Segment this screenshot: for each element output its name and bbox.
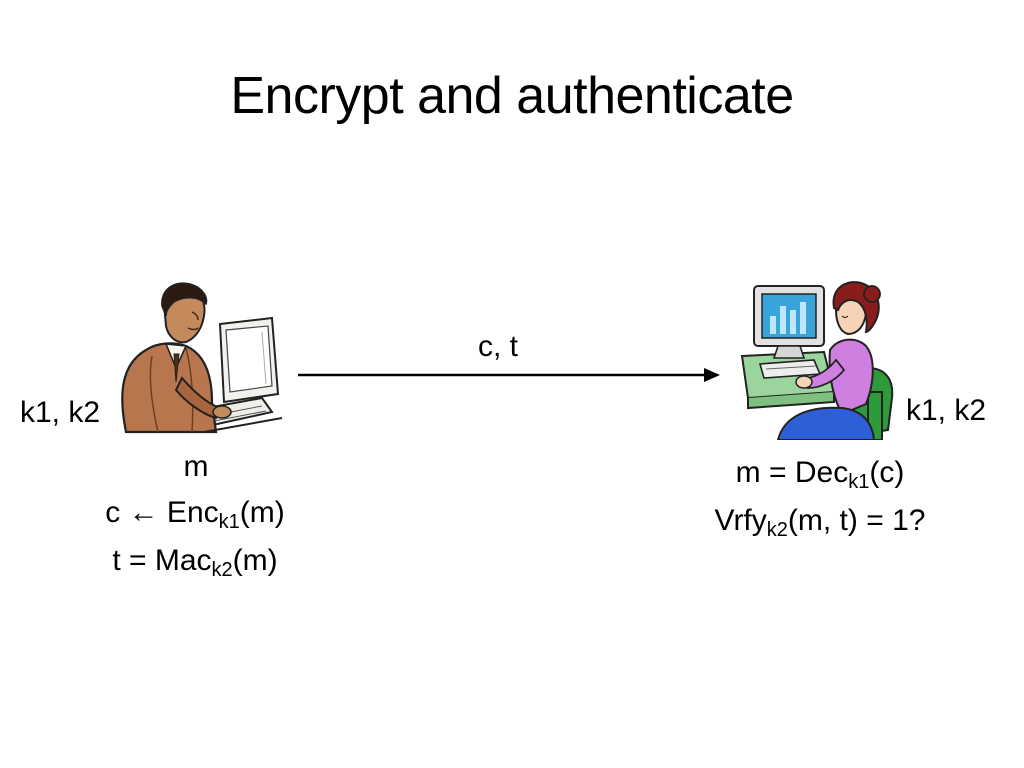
dec-arg: (c) <box>869 456 905 489</box>
enc-prefix: c <box>105 496 129 529</box>
receiver-vrfy-line: Vrfyk2(m, t) = 1? <box>670 502 970 540</box>
enc-func: Enc <box>158 496 219 529</box>
enc-arrow: ← <box>128 496 159 529</box>
channel-label: c, t <box>478 330 519 363</box>
vrfy-func: Vrfy <box>714 504 767 537</box>
enc-arg: (m) <box>239 496 285 529</box>
sender-message: m <box>183 450 209 483</box>
slide-title: Encrypt and authenticate <box>230 67 794 125</box>
woman-at-computer-icon <box>738 280 900 441</box>
enc-sub: k1 <box>218 511 240 533</box>
mac-arg: (m) <box>232 544 278 577</box>
vrfy-arg: (m, t) = 1? <box>787 504 926 537</box>
mac-func: t = Mac <box>112 544 212 577</box>
dec-sub: k1 <box>848 471 870 493</box>
receiver-dec-line: m = Deck1(c) <box>690 454 950 492</box>
sender-keys: k1, k2 <box>20 396 101 429</box>
dec-func: m = Dec <box>735 456 849 489</box>
man-at-computer-icon <box>112 282 284 438</box>
receiver-keys: k1, k2 <box>906 394 987 427</box>
sender-mac-line: t = Mack2(m) <box>60 542 330 580</box>
mac-sub: k2 <box>211 559 233 581</box>
sender-enc-line: c ← Enck1(m) <box>60 494 330 532</box>
vrfy-sub: k2 <box>766 519 788 541</box>
arrow-right-icon <box>298 364 722 391</box>
